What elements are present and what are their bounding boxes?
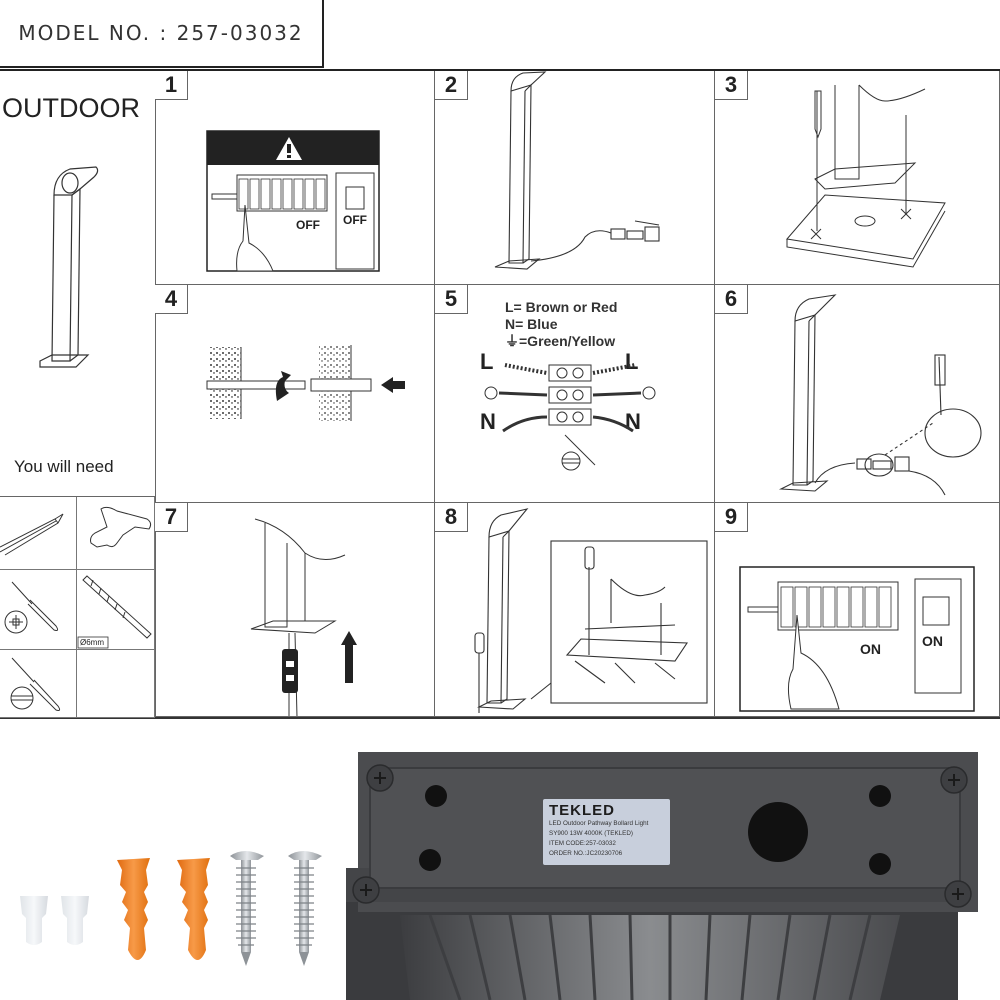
breaker-on-illustration xyxy=(739,566,975,712)
connect-connector-illustration xyxy=(778,294,982,496)
legend-live: L= Brown or Red xyxy=(505,299,618,315)
off-label-breakers: OFF xyxy=(296,218,320,232)
breaker-off-illustration xyxy=(206,130,380,272)
step-7: 7 xyxy=(155,503,435,717)
pencil-icon xyxy=(0,513,64,556)
brand-logo: TEKLED xyxy=(549,802,615,819)
terminal-label-l-right: L xyxy=(625,349,639,374)
step-1: 1 OFF OFF xyxy=(155,71,435,285)
bollard-icon xyxy=(39,166,99,368)
step-number: 5 xyxy=(435,285,468,314)
step-number: 6 xyxy=(715,285,748,314)
hardware-kit-illustration xyxy=(20,851,322,966)
fixture-base-photo xyxy=(340,740,1000,1000)
terminal-label-n-left: N xyxy=(480,409,496,434)
label-spec: SY900 13W 4000K (TEKLED) xyxy=(549,830,633,837)
drill-bit-size: Ø6mm xyxy=(80,638,104,647)
step-2: 2 xyxy=(435,71,715,285)
feed-cable-illustration xyxy=(250,518,357,716)
step-number: 9 xyxy=(715,503,748,532)
tool-drill-bit: Ø6mm xyxy=(77,570,155,650)
on-label-main: ON xyxy=(922,633,943,649)
label-description: LED Outdoor Pathway Bollard Light xyxy=(549,820,649,827)
terminal-block-illustration xyxy=(484,363,656,471)
step-5: 5 L= Brown or Red N= Blue ⏚=Green/Yellow… xyxy=(435,285,715,503)
step-number: 4 xyxy=(155,285,188,314)
model-number-box: MODEL NO. : 257-03032 xyxy=(0,0,324,68)
drill-icon xyxy=(90,506,152,548)
tools-grid: Ø6mm xyxy=(0,496,155,718)
outdoor-title: OUTDOOR xyxy=(2,93,140,123)
step-3: 3 xyxy=(715,71,1000,285)
kit-contents-photo xyxy=(0,720,340,1000)
step-number: 2 xyxy=(435,71,468,100)
step-4: 4 xyxy=(155,285,435,503)
mark-positions-illustration xyxy=(786,84,946,268)
label-order-no: ORDER NO.:JC20230706 xyxy=(549,850,623,857)
wire-color-legend: L= Brown or Red N= Blue ⏚=Green/Yellow xyxy=(505,299,617,350)
legend-neutral: N= Blue xyxy=(505,316,558,332)
on-label-breakers: ON xyxy=(860,641,881,657)
up-arrow-icon xyxy=(341,631,357,683)
instruction-sheet: OUTDOOR You will need xyxy=(0,69,1000,719)
step-number: 1 xyxy=(155,71,188,100)
wall-plugs xyxy=(117,858,210,960)
left-panel: OUTDOOR You will need xyxy=(0,71,156,718)
step-8: 8 xyxy=(435,503,715,717)
step-number: 8 xyxy=(435,503,468,532)
step-number: 3 xyxy=(715,71,748,100)
legend-earth: ⏚=Green/Yellow xyxy=(505,333,616,349)
screws xyxy=(230,851,322,966)
you-will-need-label: You will need xyxy=(14,457,114,476)
drill-and-plug-illustration xyxy=(206,345,405,421)
step-6: 6 xyxy=(715,285,1000,503)
tool-flat-screwdriver xyxy=(0,650,77,718)
wire-connector-caps xyxy=(20,896,89,945)
drill-bit-icon xyxy=(77,575,152,649)
fixture-base-illustration xyxy=(346,752,978,1000)
tool-pencil xyxy=(0,497,77,570)
tool-drill xyxy=(77,497,155,570)
tool-phillips-screwdriver xyxy=(0,570,77,650)
step-9: 9 ON ON xyxy=(715,503,1000,717)
flat-screwdriver-icon xyxy=(10,657,61,711)
tool-empty-cell xyxy=(77,650,155,718)
terminal-label-l-left: L xyxy=(480,349,494,374)
phillips-screwdriver-icon xyxy=(4,581,59,634)
disconnect-connector-illustration xyxy=(494,71,660,270)
fix-base-illustration xyxy=(474,508,708,713)
label-item-code: ITEM CODE:257-03032 xyxy=(549,840,616,847)
off-label-main: OFF xyxy=(343,213,367,227)
model-number: MODEL NO. : 257-03032 xyxy=(18,21,304,45)
product-label: TEKLED LED Outdoor Pathway Bollard Light… xyxy=(543,799,670,865)
step-number: 7 xyxy=(155,503,188,532)
